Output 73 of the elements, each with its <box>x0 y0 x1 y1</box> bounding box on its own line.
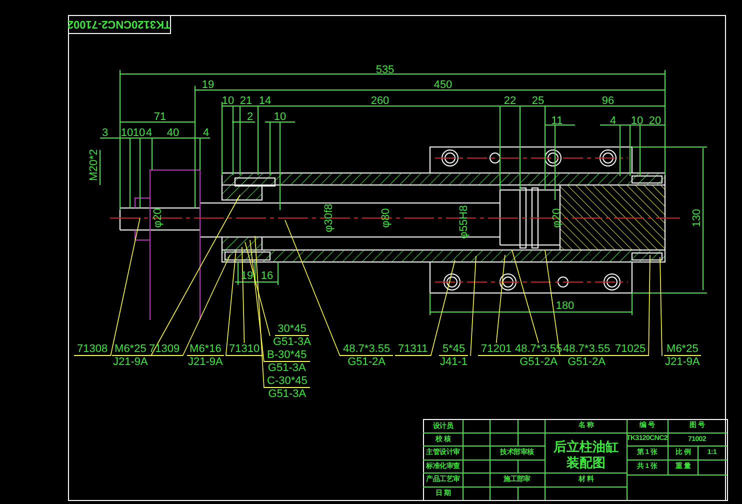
spec-code-label: J41-1 <box>439 356 469 368</box>
dimension-label: 260 <box>370 95 390 107</box>
dimension-label: φ80 <box>380 208 392 228</box>
callout-label: 71025 <box>612 343 649 356</box>
dimension-label: 10 <box>274 111 286 123</box>
leader-line <box>250 240 264 362</box>
callout-label: 71310 <box>226 343 263 356</box>
leader-line <box>150 194 240 356</box>
dimension-label: 2 <box>246 111 254 123</box>
dimension-label: 3 <box>102 127 108 139</box>
spec-code-label: G51-2A <box>566 356 607 368</box>
spec-code-label: G51-2A <box>346 356 387 368</box>
dimension-label: M20*2 <box>88 149 100 181</box>
dimension-label: 130 <box>691 208 703 228</box>
leader-line <box>242 246 245 344</box>
spec-code-label: G51-3A <box>266 362 307 374</box>
leader-line <box>110 218 140 356</box>
leader-line <box>254 236 264 388</box>
dimension-label: 4 <box>202 127 210 139</box>
dimension-label: 22 <box>504 95 516 107</box>
dimension-label: 10 <box>222 95 234 107</box>
callout-label: 48.7*3.55 <box>340 343 394 356</box>
leader-line <box>648 254 650 356</box>
leader-line <box>430 260 456 356</box>
dimension-label: 40 <box>166 127 180 139</box>
dimension-label: 71 <box>154 111 166 123</box>
dimension-label: 450 <box>434 79 452 91</box>
callout-label: 71308 <box>74 343 111 356</box>
dimension-label: 11 <box>551 115 563 127</box>
callout-label: M6*25 <box>112 343 150 356</box>
leader-line <box>544 250 560 356</box>
dimension-label: 21 <box>240 95 252 107</box>
dimension-label: 16 <box>260 270 274 282</box>
spec-code-label: G51-3A <box>272 336 312 348</box>
dimension-label: 96 <box>602 95 614 107</box>
dimension-label: φ55H8 <box>458 205 470 239</box>
leader-line <box>470 256 476 356</box>
dimension-label: 20 <box>648 115 662 127</box>
leader-line <box>512 250 539 344</box>
dimension-label: 19 <box>202 79 214 91</box>
leader-line <box>496 254 506 344</box>
dimension-label: φ20 <box>551 208 563 228</box>
dimension-label: φ30f8 <box>323 204 335 232</box>
callout-label: 5*45 <box>439 343 468 356</box>
callout-label: M6*16 <box>186 343 224 356</box>
dimension-label: φ20 <box>152 208 164 228</box>
leader-line <box>225 250 236 356</box>
dimension-label: 25 <box>532 95 544 107</box>
leader-line <box>244 242 270 336</box>
callout-label: B-30*45 <box>264 349 310 362</box>
dimension-label: 10 <box>120 127 134 139</box>
callout-label: M6*25 <box>664 343 702 356</box>
dimension-label: 4 <box>146 127 152 139</box>
dimension-label: 10 <box>132 127 146 139</box>
spec-code-label: G51-2A <box>518 356 559 368</box>
dimension-label: 4 <box>610 115 616 127</box>
dimension-label: 10 <box>630 115 644 127</box>
leader-line <box>660 256 662 356</box>
drawing-number-label: TK3120CNC2-71002 <box>67 18 171 30</box>
leader-line <box>182 254 230 356</box>
callout-label: 71311 <box>395 343 431 356</box>
callout-label: C-30*45 <box>264 375 310 388</box>
dimension-label: 535 <box>376 64 394 76</box>
spec-code-label: J21-9A <box>664 356 701 368</box>
dimension-label: 14 <box>258 95 272 107</box>
spec-code-label: J21-9A <box>112 356 149 368</box>
leader-line <box>284 220 340 356</box>
callout-label: 71201 <box>478 343 515 356</box>
dimension-label: 180 <box>556 300 574 312</box>
spec-code-label: J21-9A <box>187 356 224 368</box>
spec-code-label: G51-3A <box>267 388 308 400</box>
callout-label: 30*45 <box>274 323 310 336</box>
drawing-title: 后立柱油缸装配图 <box>552 439 620 471</box>
